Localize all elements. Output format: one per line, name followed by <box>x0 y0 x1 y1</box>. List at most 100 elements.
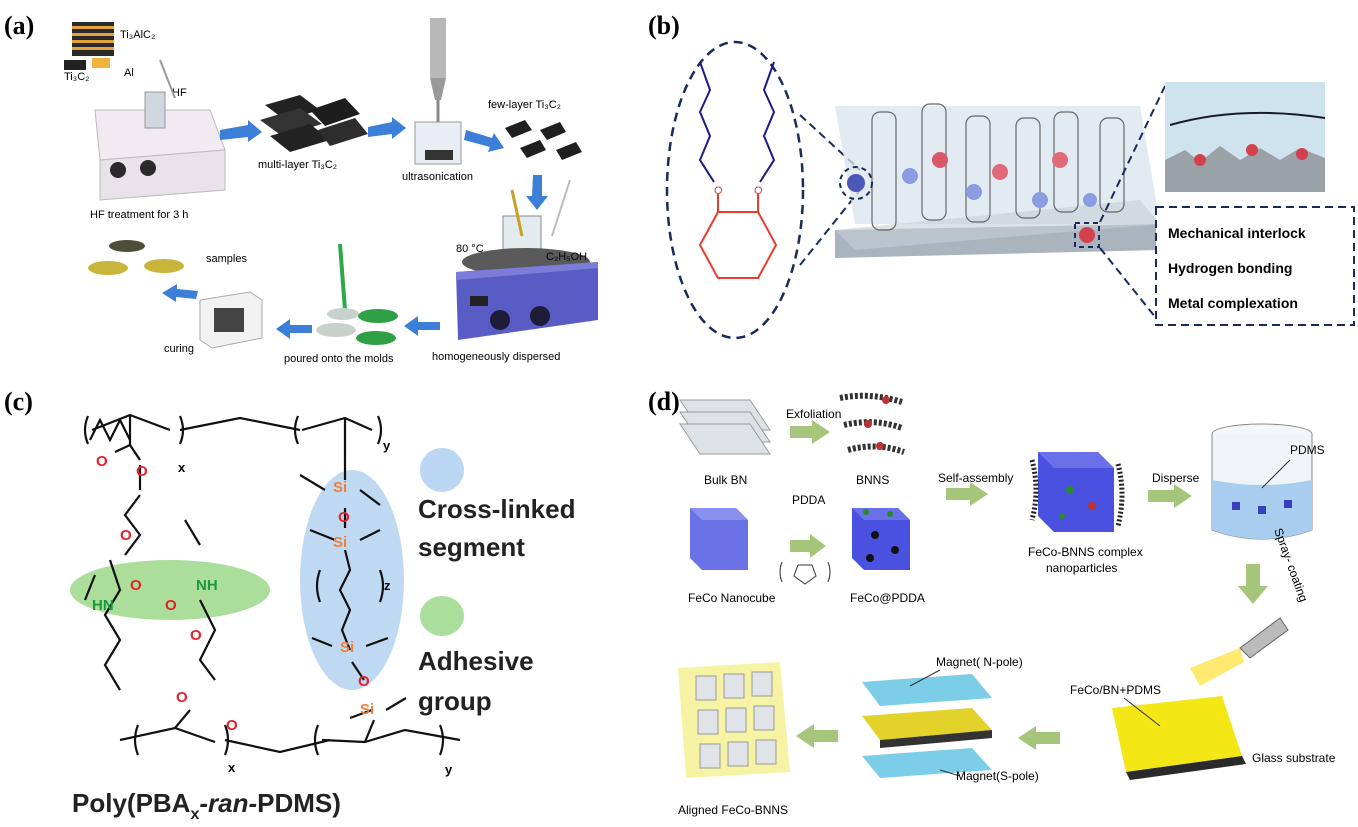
feco-pdda-icon <box>852 508 910 570</box>
pdda-label: PDDA <box>792 493 825 507</box>
legend-adhesive-line1: Adhesive <box>418 646 534 676</box>
disperse-label: Disperse <box>1152 471 1200 485</box>
adhesive-group-glow <box>70 560 270 620</box>
ti3alc2-label: Ti₃AlC₂ <box>120 29 155 41</box>
feco-nanocube-icon <box>690 508 748 570</box>
spray-coating-label: Spray- coating <box>1271 526 1311 603</box>
panel-d-figure: (d) Bulk BN Exfoliation BNNS FeCo Nanocu… <box>648 387 1336 817</box>
interface-zoom-square <box>1074 222 1100 248</box>
silicon-atom-3: Si <box>340 639 354 656</box>
feco-bn-pdms-label: FeCo/BN+PDMS <box>1070 683 1161 697</box>
siloxane-oxygen-2: O <box>358 673 370 690</box>
samples-icon <box>88 240 184 275</box>
feature-mechanical-interlock: Mechanical interlock <box>1168 225 1306 241</box>
bnns-icon <box>839 392 906 455</box>
zoom-line-right-lower <box>1099 247 1157 319</box>
process-arrow-icon <box>162 117 548 339</box>
metal-ions-icon <box>847 152 1097 243</box>
spray-gun-icon <box>1190 617 1289 686</box>
ti3c2-small-label: Ti₃C₂ <box>64 71 89 83</box>
al-label: Al <box>124 67 134 79</box>
magnetic-stirrer-icon <box>456 179 598 340</box>
ester-oxygen-4: O <box>176 689 188 706</box>
panel-b-figure: (b) O O <box>648 11 1355 340</box>
feco-pdda-label: FeCo@PDDA <box>850 591 925 605</box>
hf-label: HF <box>172 87 187 99</box>
urethane-hn: HN <box>92 597 114 614</box>
magnet-s-pointer <box>939 769 961 777</box>
ti3alc2-stack-icon <box>72 22 114 56</box>
bnns-label: BNNS <box>856 473 889 487</box>
polymer-name: Poly(PBAx-ran-PDMS) <box>72 788 341 822</box>
disperse-arrow-icon <box>1148 484 1192 508</box>
panel-c: (c) O O O O O O O O NH HN <box>0 380 640 823</box>
siloxane-oxygen-1: O <box>338 509 350 526</box>
carbon-nanotubes-icon <box>871 103 1125 231</box>
feature-hydrogen-bonding: Hydrogen bonding <box>1168 260 1292 276</box>
aligned-feco-bnns-label: Aligned FeCo-BNNS <box>678 803 788 817</box>
carbonyl-oxygen-2: O <box>226 717 238 734</box>
panel-b: (b) O O <box>640 0 1358 380</box>
bulk-bn-label: Bulk BN <box>704 473 747 487</box>
pdda-arrow-icon <box>790 534 826 558</box>
repeat-subscript-z: z <box>384 578 391 593</box>
catechol-zoom-ellipse <box>665 40 805 340</box>
ultrasonicator-icon <box>414 18 462 165</box>
panel-a: (a) Ti₃AlC₂ Ti₃C₂ Al HF HF treatment for… <box>0 0 640 380</box>
polymer-backbone-bottom <box>119 709 461 756</box>
ti3c2-sheet-icon <box>64 60 86 70</box>
silicon-atom-4: Si <box>360 701 374 718</box>
interface-inset-icon <box>1165 82 1326 192</box>
feco-nanocube-label: FeCo Nanocube <box>688 591 776 605</box>
repeat-subscript-y-bottom: y <box>445 762 453 777</box>
carbonyl-oxygen-1: O <box>96 453 108 470</box>
magnet-arrow-icon <box>1018 726 1060 750</box>
polymer-backbone-top <box>83 413 383 691</box>
feature-metal-complexation: Metal complexation <box>1168 295 1298 311</box>
oxygen-right-label: O <box>754 185 763 197</box>
exfoliation-arrow-icon <box>790 420 830 444</box>
silicon-atom-2: Si <box>333 534 347 551</box>
magnet-n-pointer <box>909 669 941 687</box>
magnet-s-label: Magnet(S-pole) <box>956 769 1039 783</box>
aligned-feco-bnns-icon <box>678 662 790 778</box>
panel-a-figure: (a) Ti₃AlC₂ Ti₃C₂ Al HF HF treatment for… <box>4 11 598 365</box>
legend-crosslinked-line2: segment <box>418 532 525 562</box>
repeat-subscript-y-top: y <box>383 438 391 453</box>
urethane-oxygen-1: O <box>130 577 142 594</box>
few-layer-label: few-layer Ti₃C₂ <box>488 99 561 111</box>
ethanol-label: C₂H₅OH <box>546 251 587 263</box>
poured-label: poured onto the molds <box>284 353 394 365</box>
ester-oxygen-2: O <box>120 527 132 544</box>
al-sheet-icon <box>92 58 110 68</box>
align-arrow-icon <box>796 724 838 748</box>
bulk-bn-icon <box>679 399 771 455</box>
pdms-label: PDMS <box>1290 443 1325 457</box>
siloxane-chain <box>299 450 407 743</box>
panel-a-label: (a) <box>4 11 34 40</box>
hf-treatment-label: HF treatment for 3 h <box>90 209 188 221</box>
catechol-structure-icon <box>698 61 778 279</box>
silicon-atom-1: Si <box>333 479 347 496</box>
molds-icon <box>316 243 398 345</box>
complex-label-line2: nanoparticles <box>1046 561 1117 575</box>
urethane-oxygen-2: O <box>165 597 177 614</box>
pdda-structure-icon <box>779 561 831 585</box>
zoom-line-lower <box>799 189 861 266</box>
pdms-beaker-icon <box>1211 423 1313 540</box>
homogeneous-label: homogeneously dispersed <box>432 351 560 363</box>
complex-label-line1: FeCo-BNNS complex <box>1028 545 1143 559</box>
repeat-subscript-x-bottom: x <box>228 760 236 775</box>
repeat-subscript-x-top: x <box>178 460 186 475</box>
self-assembly-label: Self-assembly <box>938 471 1013 485</box>
oxygen-left-label: O <box>714 185 723 197</box>
adhesion-mechanisms-box <box>1155 206 1355 326</box>
legend-adhesive-line2: group <box>418 686 492 716</box>
feco-bn-pdms-film-icon <box>1112 696 1246 780</box>
film-pointer-line <box>1123 697 1161 727</box>
few-layer-ti3c2-icon <box>505 120 582 160</box>
glass-substrate-label: Glass substrate <box>1252 751 1336 765</box>
curing-oven-icon <box>199 291 263 349</box>
feco-bnns-complex-icon <box>1029 452 1125 532</box>
zoom-target-circle <box>839 166 873 200</box>
